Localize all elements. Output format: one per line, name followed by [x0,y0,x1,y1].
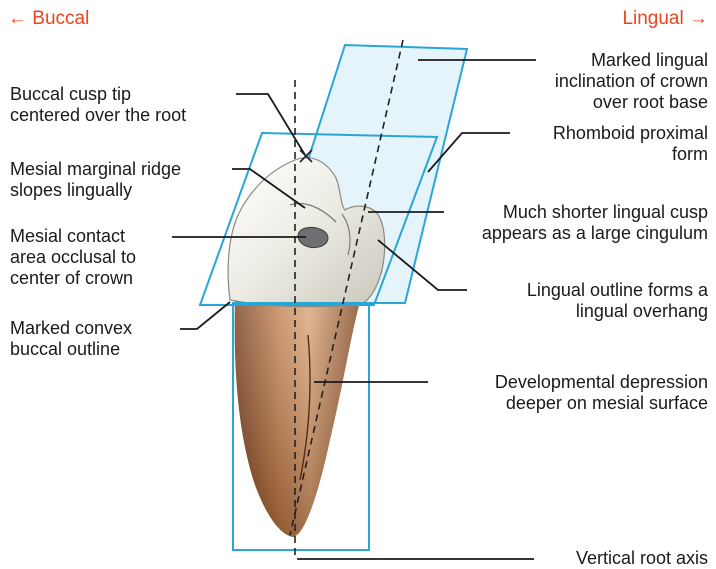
lingual-direction-label: Lingual → [622,8,708,30]
label-shorter-lingual-cusp: Much shorter lingual cusp appears as a l… [482,202,708,244]
label-vertical-root-axis: Vertical root axis [576,548,708,569]
label-lingual-inclination: Marked lingual inclination of crown over… [555,50,708,113]
buccal-direction-label: ← Buccal [8,8,89,30]
label-rhomboid: Rhomboid proximal form [553,123,708,165]
label-mesial-marginal-ridge: Mesial marginal ridge slopes lingually [10,159,181,201]
label-buccal-cusp-tip: Buccal cusp tip centered over the root [10,84,186,126]
label-developmental-depression: Developmental depression deeper on mesia… [495,372,708,414]
label-lingual-outline: Lingual outline forms a lingual overhang [527,280,708,322]
leader-convex-buccal [180,302,230,329]
label-convex-buccal: Marked convex buccal outline [10,318,132,360]
label-mesial-contact: Mesial contact area occlusal to center o… [10,226,136,289]
